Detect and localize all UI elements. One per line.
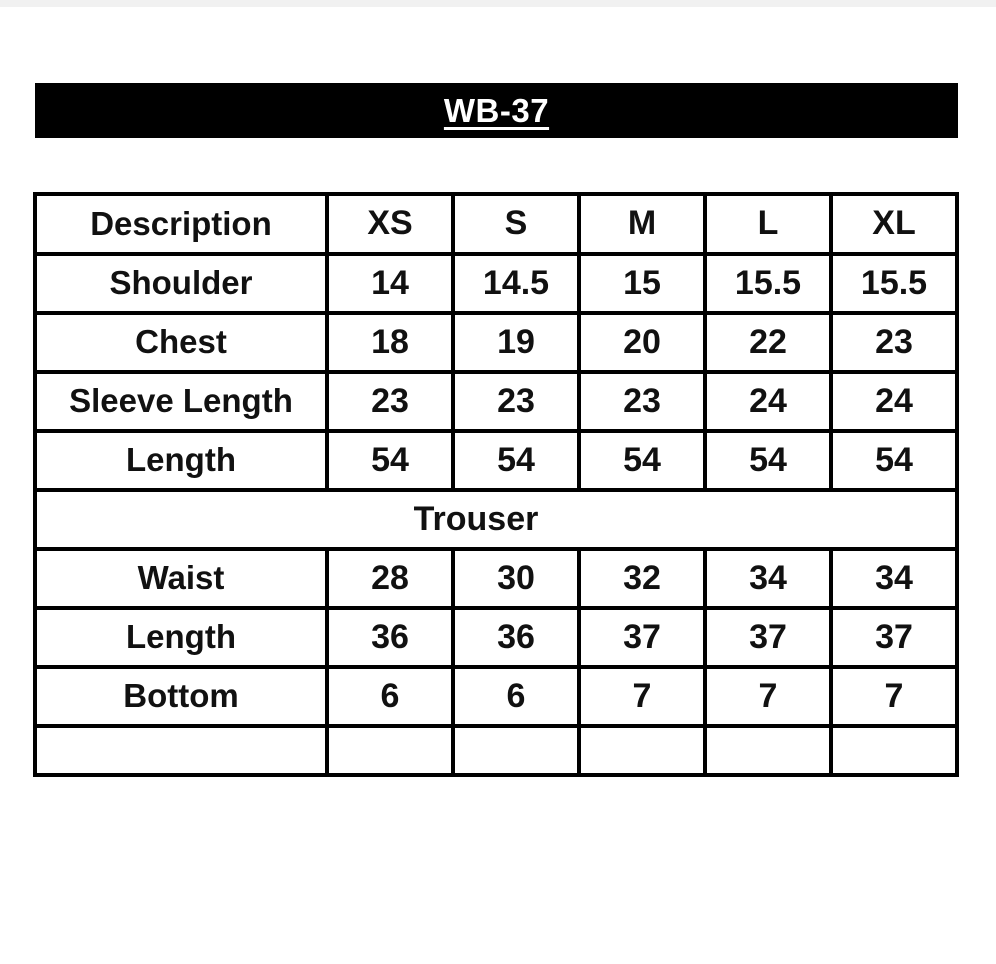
cell-waist-xl: 34 — [829, 547, 959, 610]
empty-cell-xs — [325, 724, 455, 777]
section-header-row: Trouser — [33, 488, 959, 551]
table-row: Bottom 6 6 7 7 7 — [33, 665, 959, 728]
cell-length-xs: 54 — [325, 429, 455, 492]
table-header-row: Description XS S M L XL — [33, 192, 959, 256]
cell-shoulder-xs: 14 — [325, 252, 455, 315]
page-top-strip — [0, 0, 996, 7]
table-row: Waist 28 30 32 34 34 — [33, 547, 959, 610]
cell-length-l: 54 — [703, 429, 833, 492]
empty-cell-s — [451, 724, 581, 777]
cell-sleeve-length-l: 24 — [703, 370, 833, 433]
cell-bottom-m: 7 — [577, 665, 707, 728]
table-row: Sleeve Length 23 23 23 24 24 — [33, 370, 959, 433]
column-header-m: M — [577, 192, 707, 256]
table-row: Shoulder 14 14.5 15 15.5 15.5 — [33, 252, 959, 315]
column-header-l: L — [703, 192, 833, 256]
row-label-bottom: Bottom — [33, 665, 329, 728]
empty-cell-l — [703, 724, 833, 777]
column-header-xs: XS — [325, 192, 455, 256]
table-row: Length 54 54 54 54 54 — [33, 429, 959, 492]
cell-chest-m: 20 — [577, 311, 707, 374]
empty-cell-m — [577, 724, 707, 777]
cell-waist-xs: 28 — [325, 547, 455, 610]
column-header-description: Description — [33, 192, 329, 256]
table-row-empty — [33, 724, 959, 777]
title-banner: WB-37 — [35, 83, 958, 138]
column-header-xl: XL — [829, 192, 959, 256]
cell-sleeve-length-xl: 24 — [829, 370, 959, 433]
cell-shoulder-m: 15 — [577, 252, 707, 315]
cell-chest-xl: 23 — [829, 311, 959, 374]
cell-bottom-l: 7 — [703, 665, 833, 728]
cell-trouser-length-l: 37 — [703, 606, 833, 669]
cell-trouser-length-s: 36 — [451, 606, 581, 669]
cell-chest-s: 19 — [451, 311, 581, 374]
cell-chest-xs: 18 — [325, 311, 455, 374]
section-header-trouser-label: Trouser — [413, 499, 539, 538]
cell-shoulder-s: 14.5 — [451, 252, 581, 315]
cell-length-xl: 54 — [829, 429, 959, 492]
empty-cell-xl — [829, 724, 959, 777]
cell-shoulder-xl: 15.5 — [829, 252, 959, 315]
row-label-trouser-length: Length — [33, 606, 329, 669]
row-label-waist: Waist — [33, 547, 329, 610]
cell-bottom-xl: 7 — [829, 665, 959, 728]
cell-bottom-s: 6 — [451, 665, 581, 728]
cell-sleeve-length-xs: 23 — [325, 370, 455, 433]
cell-trouser-length-xs: 36 — [325, 606, 455, 669]
cell-waist-m: 32 — [577, 547, 707, 610]
cell-waist-l: 34 — [703, 547, 833, 610]
cell-sleeve-length-m: 23 — [577, 370, 707, 433]
cell-bottom-xs: 6 — [325, 665, 455, 728]
size-chart-table: Description XS S M L XL Shoulder 14 14.5… — [33, 192, 959, 777]
cell-sleeve-length-s: 23 — [451, 370, 581, 433]
column-header-s: S — [451, 192, 581, 256]
cell-trouser-length-xl: 37 — [829, 606, 959, 669]
cell-length-m: 54 — [577, 429, 707, 492]
table-row: Length 36 36 37 37 37 — [33, 606, 959, 669]
cell-shoulder-l: 15.5 — [703, 252, 833, 315]
cell-trouser-length-m: 37 — [577, 606, 707, 669]
cell-waist-s: 30 — [451, 547, 581, 610]
row-label-shoulder: Shoulder — [33, 252, 329, 315]
row-label-sleeve-length: Sleeve Length — [33, 370, 329, 433]
page-title: WB-37 — [443, 91, 550, 129]
empty-cell-description — [33, 724, 329, 777]
section-header-trouser: Trouser — [33, 488, 959, 551]
cell-length-s: 54 — [451, 429, 581, 492]
table-row: Chest 18 19 20 22 23 — [33, 311, 959, 374]
row-label-length: Length — [33, 429, 329, 492]
row-label-chest: Chest — [33, 311, 329, 374]
cell-chest-l: 22 — [703, 311, 833, 374]
